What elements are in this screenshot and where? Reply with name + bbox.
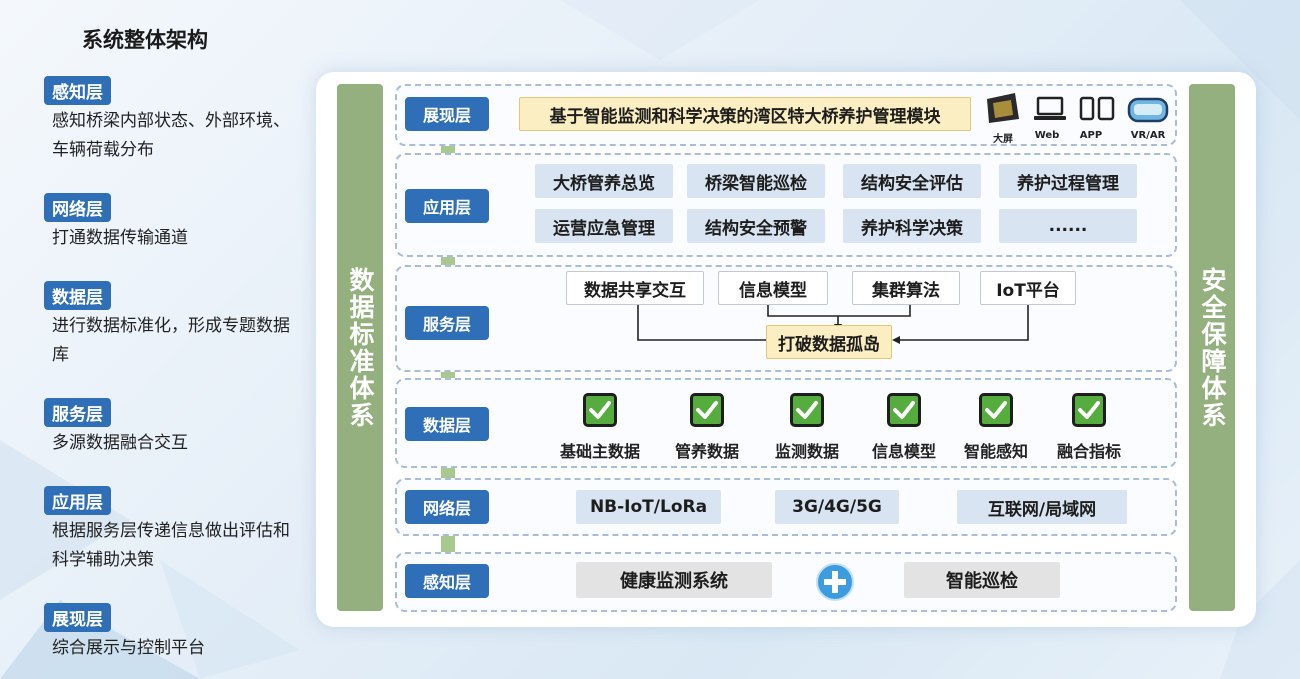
service-item: 集群算法 <box>852 271 960 305</box>
laptop-icon <box>1034 96 1066 120</box>
data-item-label: 监测数据 <box>774 442 839 461</box>
left-item-perception: 感知层 感知桥梁内部状态、外部环境、车辆荷载分布 <box>44 76 304 165</box>
left-desc: 根据服务层传递信息做出评估和科学辅助决策 <box>52 521 290 570</box>
left-item-service: 服务层 多源数据融合交互 <box>44 398 304 458</box>
data-item-label: 信息模型 <box>871 442 936 461</box>
application-layer-label: 应用层 <box>405 189 489 223</box>
left-tag: 应用层 <box>44 486 111 515</box>
network-item: NB-IoT/LoRa <box>576 490 721 524</box>
service-center-item: 打破数据孤岛 <box>766 325 892 359</box>
data-item-label: 基础主数据 <box>559 442 640 461</box>
app-item: ...... <box>999 209 1137 243</box>
left-tag: 感知层 <box>44 76 111 105</box>
left-item-presentation: 展现层 综合展示与控制平台 <box>44 603 304 663</box>
data-layer-label: 数据层 <box>405 407 489 441</box>
data-layer <box>395 378 1177 468</box>
perception-item: 智能巡检 <box>904 562 1060 598</box>
service-layer-label: 服务层 <box>405 306 489 340</box>
check-icon <box>887 393 921 427</box>
left-desc: 打通数据传输通道 <box>52 228 188 248</box>
security-label: 安全保障体系 <box>1198 266 1227 429</box>
service-item: 信息模型 <box>718 271 828 305</box>
left-desc: 综合展示与控制平台 <box>52 638 205 658</box>
check-icon <box>979 393 1013 427</box>
perception-item: 健康监测系统 <box>576 562 772 598</box>
data-standard-bar: 数据标准体系 <box>337 84 383 611</box>
perception-layer-label: 感知层 <box>405 564 489 598</box>
app-item: 桥梁智能巡检 <box>687 164 825 198</box>
data-item-label: 融合指标 <box>1056 442 1121 461</box>
app-item: 大桥管养总览 <box>535 164 673 198</box>
mobile-icon <box>1079 96 1115 121</box>
left-desc: 进行数据标准化，形成专题数据库 <box>52 316 290 365</box>
left-desc: 感知桥梁内部状态、外部环境、车辆荷载分布 <box>52 111 290 160</box>
plus-icon <box>816 563 854 601</box>
app-item: 养护科学决策 <box>843 209 981 243</box>
app-item: 运营应急管理 <box>535 209 673 243</box>
left-item-application: 应用层 根据服务层传递信息做出评估和科学辅助决策 <box>44 486 304 575</box>
left-desc: 多源数据融合交互 <box>52 433 188 453</box>
check-icon <box>1072 393 1106 427</box>
device-label: 大屏 <box>993 134 1013 145</box>
left-tag: 数据层 <box>44 281 111 310</box>
network-layer-label: 网络层 <box>405 490 489 524</box>
check-icon <box>690 393 724 427</box>
app-item: 结构安全评估 <box>843 164 981 198</box>
data-item-label: 智能感知 <box>963 442 1028 461</box>
device-label: Web <box>1034 130 1060 141</box>
presentation-layer-label: 展现层 <box>405 97 489 131</box>
data-standard-label: 数据标准体系 <box>346 266 375 429</box>
security-bar: 安全保障体系 <box>1189 84 1235 611</box>
network-item: 互联网/局域网 <box>957 490 1127 524</box>
left-tag: 网络层 <box>44 193 111 222</box>
left-item-network: 网络层 打通数据传输通道 <box>44 193 304 253</box>
check-icon <box>790 393 824 427</box>
app-item: 养护过程管理 <box>999 164 1137 198</box>
page-title: 系统整体架构 <box>82 28 208 52</box>
big-screen-icon <box>987 93 1019 123</box>
service-item: IoT平台 <box>980 271 1076 305</box>
device-label: VR/AR <box>1130 130 1166 141</box>
vr-headset-icon <box>1127 97 1169 123</box>
data-item-label: 管养数据 <box>674 442 739 461</box>
left-tag: 展现层 <box>44 603 111 632</box>
service-item: 数据共享交互 <box>566 271 704 305</box>
left-item-data: 数据层 进行数据标准化，形成专题数据库 <box>44 281 304 370</box>
app-item: 结构安全预警 <box>687 209 825 243</box>
presentation-banner: 基于智能监测和科学决策的湾区特大桥养护管理模块 <box>519 97 971 131</box>
check-icon <box>583 393 617 427</box>
device-label: APP <box>1079 130 1103 141</box>
left-tag: 服务层 <box>44 398 111 427</box>
network-item: 3G/4G/5G <box>775 490 899 524</box>
